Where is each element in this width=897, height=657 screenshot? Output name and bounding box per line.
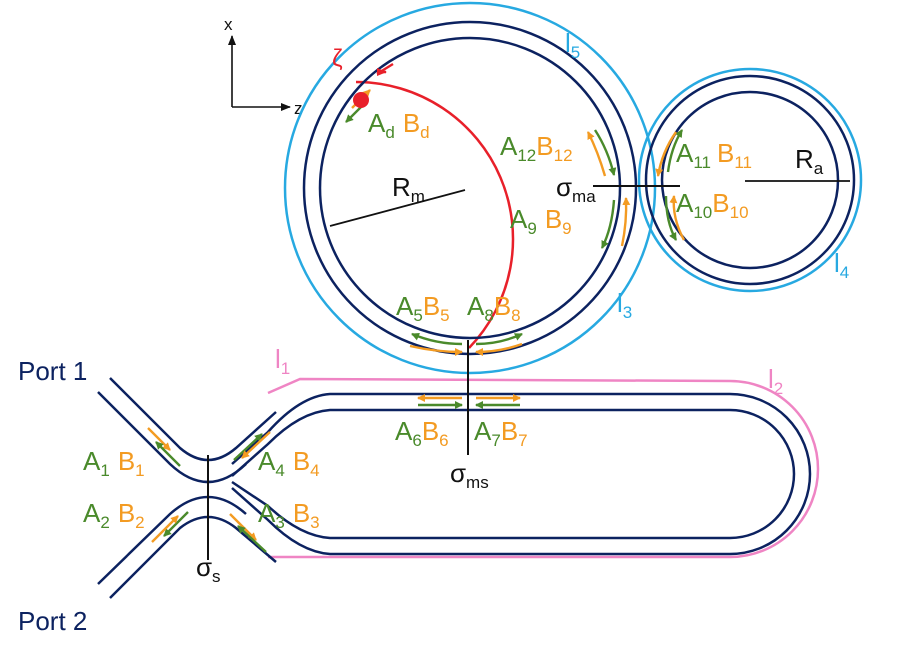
main-ring-outer-edge [302,20,638,356]
arrow-a11 [666,129,684,173]
bus-lower-edge-1 [97,495,247,585]
bus-waveguide [97,377,277,599]
pair-5-label: A5B5 [396,291,450,325]
port-2-label: Port 2 [18,606,87,636]
sigma-s-label: σs [196,552,221,586]
x-axis-label: x [224,15,233,34]
radius-rm-label: Rm [392,172,425,206]
labels: Port 1 Port 2 ζ Rm Ra l5 l3 l4 l1 l2 σs … [18,28,849,636]
arrow-b12 [586,131,607,177]
arrow-a5 [411,332,463,346]
path-l3-outline [355,80,515,349]
main-ring [283,1,657,375]
arrow-b5 [409,344,463,356]
field-arrows [147,62,686,553]
racetrack-inner-edge [231,408,796,540]
arrow-a8 [475,332,523,346]
path-l1-l2-outline [267,377,820,559]
pair-8-label: A8B8 [467,291,521,325]
path-l5-outline [283,1,657,375]
radius-rm-line [329,189,466,227]
arrow-a1 [155,441,181,467]
main-ring-inner-edge [318,36,622,340]
arrow-b9 [620,197,631,247]
arrow-a9 [600,199,616,249]
pair-12-label: A12B12 [500,131,573,165]
coupling-lines [207,185,680,560]
aux-ring-outer-edge [644,74,856,286]
arrow-b2 [151,515,179,543]
sigma-ma-label: σma [556,172,596,206]
path-l4-label: l4 [834,248,849,282]
pair-10-label: A10B10 [676,188,749,222]
z-axis-label: z [294,99,303,118]
path-l5-label: l5 [565,28,580,62]
path-l4-outline [637,67,863,293]
path-l1-label: l1 [275,344,290,378]
path-l2-label: l2 [768,364,783,398]
pair-7-label: A7B7 [474,416,528,450]
zeta-label: ζ [332,45,343,72]
arrow-b1 [147,427,171,451]
arrow-a2 [163,511,189,537]
arrow-b11 [655,131,677,177]
arrow-b10 [669,195,686,241]
coordinate-axes: x z [224,15,303,118]
auxiliary-ring [637,67,863,293]
radius-ra-label: Ra [795,144,824,178]
zeta-arrow [375,62,394,76]
sigma-ms-label: σms [450,458,489,492]
arrow-b4 [241,431,271,459]
arrow-a3 [237,525,267,553]
source-point-dot [353,92,369,108]
port-1-label: Port 1 [18,356,87,386]
arrow-a10 [664,195,678,241]
racetrack-outer-edge [231,392,812,556]
arrow-a12 [593,129,617,176]
arrow-b8 [475,342,523,356]
racetrack [231,377,820,559]
path-l3-label: l3 [617,288,632,322]
pair-6-label: A6B6 [395,416,449,450]
aux-ring-inner-edge [660,90,840,270]
arrow-a4 [233,433,263,461]
bus-upper-edge-2 [97,391,247,484]
